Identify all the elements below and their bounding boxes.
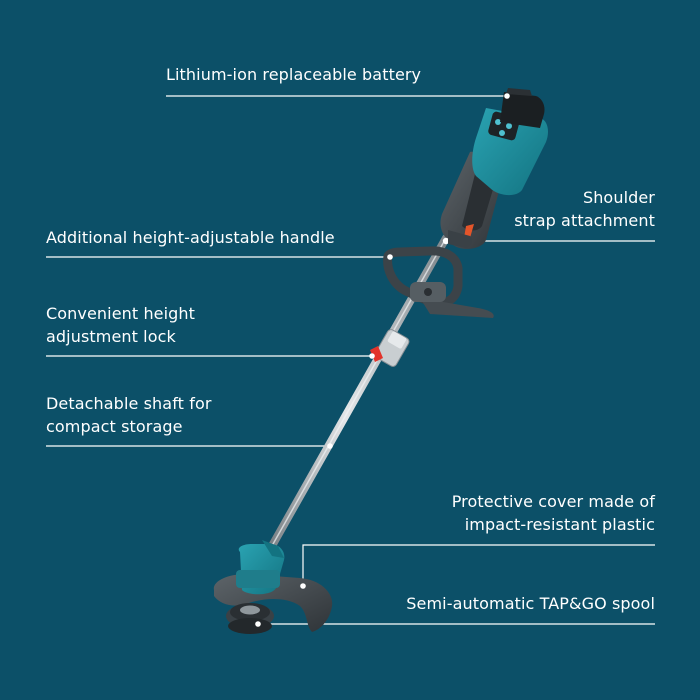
leader-lines <box>46 95 655 625</box>
callout-shaft-line-2: compact storage <box>46 417 183 436</box>
callout-battery: Lithium-ion replaceable battery <box>166 63 421 86</box>
callout-lock-line-2: adjustment lock <box>46 327 176 346</box>
callout-spool: Semi-automatic TAP&GO spool <box>406 592 655 615</box>
callout-strap-line-1: Shoulder <box>582 188 655 207</box>
shaft-dot <box>327 443 333 449</box>
callout-spool-line-1: Semi-automatic TAP&GO spool <box>406 594 655 613</box>
callout-strap-line-2: strap attachment <box>514 211 655 230</box>
callout-handle: Additional height-adjustable handle <box>46 226 335 249</box>
callout-cover-line-1: Protective cover made of <box>451 492 655 511</box>
callout-handle-line-1: Additional height-adjustable handle <box>46 228 335 247</box>
callout-shaft-line-1: Detachable shaft for <box>46 394 212 413</box>
leader-cover <box>302 544 655 586</box>
callout-height-lock: Convenient height adjustment lock <box>46 302 195 348</box>
callout-cover-line-2: impact-resistant plastic <box>464 515 655 534</box>
callout-shaft: Detachable shaft for compact storage <box>46 392 212 438</box>
callout-shoulder-strap: Shoulder strap attachment <box>514 186 655 232</box>
callout-cover: Protective cover made of impact-resistan… <box>452 490 655 536</box>
auxiliary-handle <box>383 246 494 318</box>
callout-battery-line-1: Lithium-ion replaceable battery <box>166 65 422 84</box>
callout-lock-line-1: Convenient height <box>46 304 196 323</box>
main-body <box>440 88 548 249</box>
height-lock <box>369 329 410 367</box>
trimmer-head <box>213 540 333 634</box>
